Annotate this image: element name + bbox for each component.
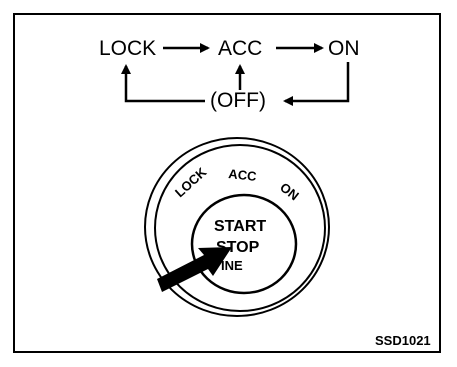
state-off-label: (OFF)	[210, 89, 266, 112]
figure-code: SSD1021	[375, 333, 431, 348]
ring-acc-label: ACC	[228, 166, 258, 184]
diagram-frame	[13, 13, 441, 353]
start-label: START	[214, 218, 266, 235]
state-lock-label: LOCK	[99, 37, 156, 60]
press-arrow-icon	[157, 247, 232, 292]
start-stop-button	[190, 193, 298, 295]
engine-partial-label: INE	[221, 258, 243, 273]
ring-on-label: ON	[277, 180, 302, 204]
ignition-switch: LOCK ACC ON START STOP INE	[144, 137, 330, 317]
state-on-label: ON	[328, 37, 360, 60]
arrow-off-to-lock	[121, 64, 205, 103]
arrow-on-to-off	[283, 62, 350, 106]
ring-lock-label: LOCK	[172, 164, 210, 200]
state-acc-label: ACC	[218, 37, 262, 60]
